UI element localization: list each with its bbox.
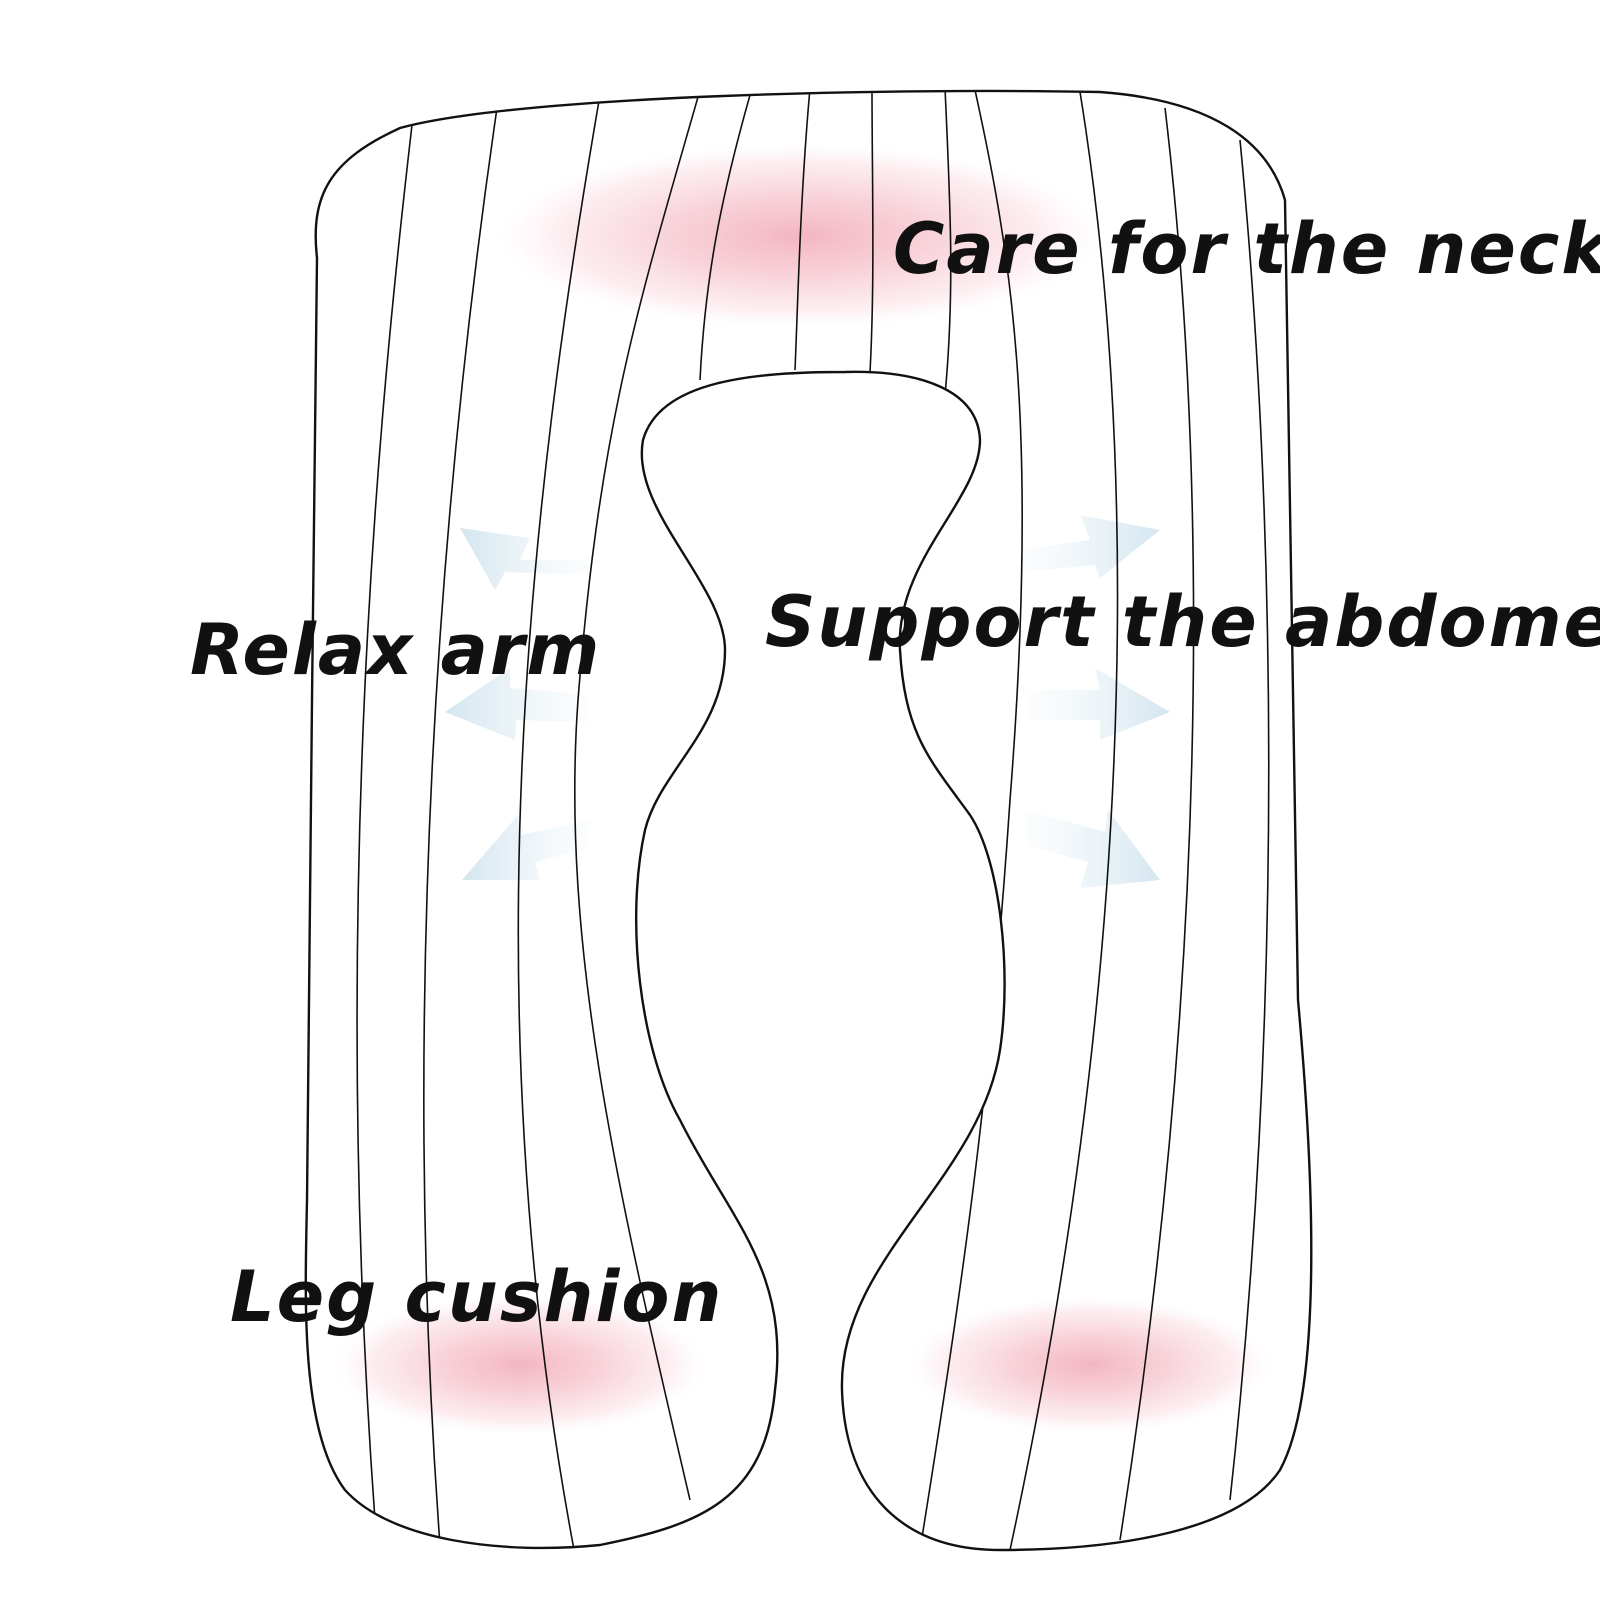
arrow-left-icon [462,815,590,880]
arrow-left-icon [445,668,590,740]
label-leg-cushion: Leg cushion [230,1256,724,1338]
pillow-stripes [356,90,1270,1550]
label-relax-arm: Relax arm [190,609,602,691]
arrow-right-icon [1020,515,1160,578]
label-support-abdomen: Support the abdomen [765,581,1600,663]
arrow-right-icon [1030,668,1170,740]
label-care-for-neck: Care for the neck [893,208,1600,290]
direction-arrows [445,515,1170,888]
pillow-outline [304,89,1313,1552]
arrow-left-icon [460,528,590,590]
highlight-zones [335,144,1270,1435]
arrow-right-icon [1025,810,1160,888]
leg-right-highlight [910,1297,1270,1433]
